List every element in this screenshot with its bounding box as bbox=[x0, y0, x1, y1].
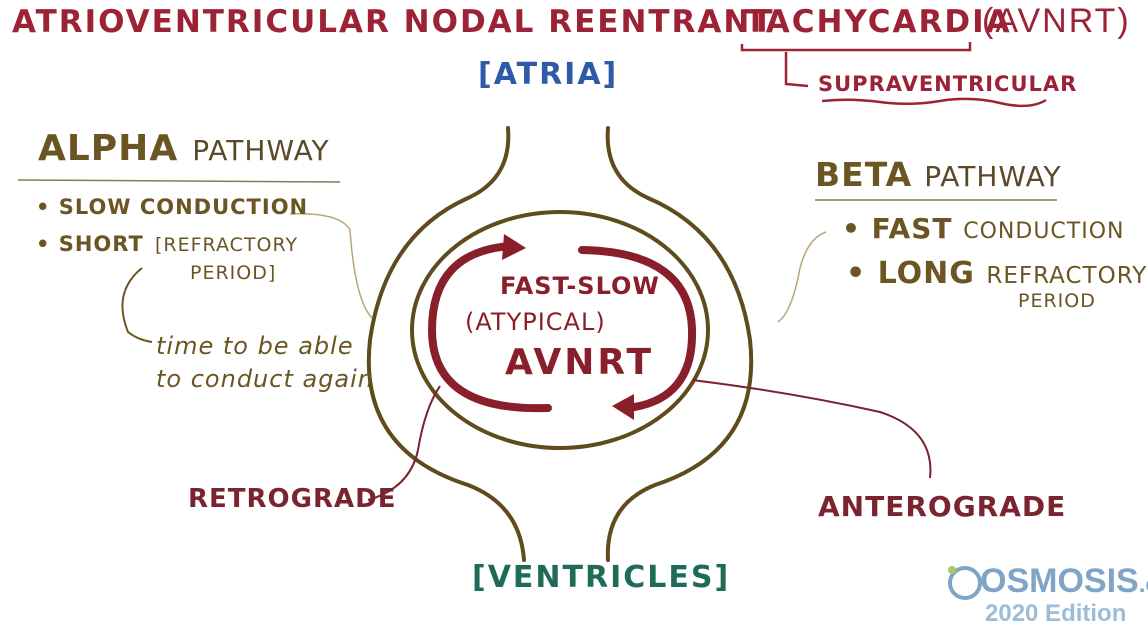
center-label-fast-slow: FAST-SLOW bbox=[500, 272, 660, 300]
atria-label: [ATRIA] bbox=[478, 57, 619, 92]
ventricles-label: [VENTRICLES] bbox=[472, 560, 731, 595]
osmosis-logo-dot bbox=[948, 566, 956, 574]
logo-edition: 2020 Edition bbox=[985, 600, 1127, 627]
osmosis-logo: OSMOSIS.org bbox=[950, 562, 1148, 601]
refractory-note-connector bbox=[121, 267, 153, 343]
alpha-item-slow-conduction: • SLOW CONDUCTION bbox=[36, 195, 309, 219]
alpha-connector bbox=[289, 213, 373, 319]
alpha-name: ALPHA bbox=[38, 128, 179, 169]
beta-item1-rest: CONDUCTION bbox=[963, 219, 1125, 244]
diagram-title: ATRIOVENTRICULAR NODAL REENTRANT bbox=[12, 4, 775, 40]
beta-item-long-refractory: • LONG REFRACTORY bbox=[846, 256, 1147, 291]
title-abbreviation: (AVNRT) bbox=[982, 2, 1131, 40]
fast-pathway-arc bbox=[578, 246, 697, 412]
beta-item2-rest: REFRACTORY bbox=[986, 263, 1148, 289]
av-node-outer-wall bbox=[366, 126, 526, 562]
beta-pathway-heading: BETA PATHWAY bbox=[815, 155, 1062, 194]
center-label-avnrt: AVNRT bbox=[505, 342, 655, 383]
anterograde-label: ANTEROGRADE bbox=[818, 490, 1067, 523]
beta-period-word: PERIOD bbox=[1018, 290, 1096, 312]
alpha-pathway-heading: ALPHA PATHWAY bbox=[38, 128, 330, 169]
logo-name: OSMOSIS bbox=[980, 562, 1139, 600]
alpha-underline bbox=[17, 179, 341, 183]
logo-tld: .org bbox=[1138, 571, 1148, 598]
av-node-inner-wall bbox=[410, 210, 710, 450]
tachycardia-underline bbox=[740, 42, 972, 52]
alpha-item-short: • SHORT bbox=[36, 232, 144, 256]
title-tachycardia: TACHYCARDIA bbox=[745, 4, 1012, 40]
arrowhead-top bbox=[502, 234, 526, 260]
supraventricular-label: SUPRAVENTRICULAR bbox=[818, 72, 1078, 96]
osmosis-logo-icon bbox=[948, 566, 982, 600]
beta-item-fast-conduction: • FAST CONDUCTION bbox=[842, 212, 1125, 245]
retrograde-label: RETROGRADE bbox=[188, 484, 397, 514]
retrograde-leader bbox=[367, 385, 441, 501]
arrowhead-bottom bbox=[612, 394, 634, 420]
refractory-period-note: time to be able to conduct again bbox=[156, 332, 375, 393]
anterograde-leader bbox=[691, 379, 932, 479]
alpha-period-word: PERIOD] bbox=[190, 262, 277, 284]
center-label-atypical: (ATYPICAL) bbox=[465, 308, 606, 336]
beta-item1-bold: • FAST bbox=[842, 212, 953, 245]
beta-item2-bold: • LONG bbox=[846, 256, 975, 291]
alpha-pathway-word: PATHWAY bbox=[192, 134, 330, 167]
beta-pathway-word: PATHWAY bbox=[924, 160, 1062, 193]
beta-name: BETA bbox=[815, 155, 913, 194]
supraventricular-underline bbox=[821, 97, 1047, 108]
av-node-outer-wall-right bbox=[605, 126, 754, 562]
slow-pathway-arc bbox=[427, 242, 552, 413]
supraventricular-connector bbox=[784, 52, 809, 88]
beta-connector bbox=[777, 231, 827, 323]
alpha-refractory-word: [REFRACTORY bbox=[155, 234, 299, 256]
